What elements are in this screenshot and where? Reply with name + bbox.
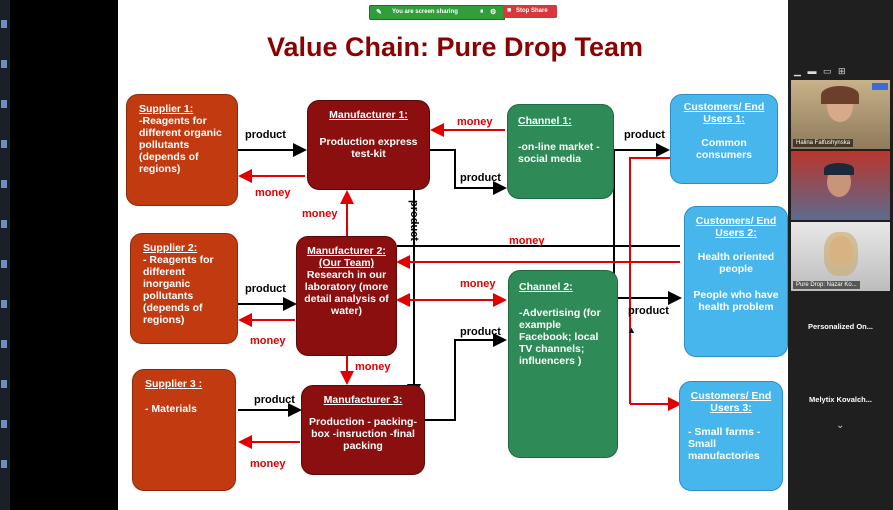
label-money-c1: money	[457, 116, 493, 128]
label-money-m3: money	[355, 361, 391, 373]
supplier-3-body: - Materials	[145, 403, 197, 415]
customer-3-box: Customers/ End Users 3: - Small farms - …	[679, 381, 783, 491]
manufacturer-1-body: Production express test-kit	[319, 136, 418, 160]
supplier-1-title: Supplier 1:	[139, 103, 194, 115]
customer-2-box: Customers/ End Users 2: Health oriented …	[684, 206, 788, 357]
channel-1-body: -on-line market - social media	[518, 141, 600, 165]
label-product-c2: product	[460, 326, 501, 338]
label-product-s3: product	[254, 394, 295, 406]
customer-3-title: Customers/ End Users 3:	[690, 390, 772, 414]
left-taskbar	[0, 0, 10, 510]
manufacturer-1-title: Manufacturer 1:	[329, 109, 408, 121]
label-money-cu2: money	[509, 235, 545, 247]
arrow-product-m1-c1	[430, 149, 507, 195]
hair	[821, 86, 859, 104]
supplier-1-box: Supplier 1: -Reagents for different orga…	[126, 94, 238, 206]
manufacturer-2-body: Research in our laboratory (more detail …	[304, 269, 389, 317]
label-money-s3: money	[250, 458, 286, 470]
channel-2-box: Channel 2: -Advertising (for example Fac…	[508, 270, 618, 458]
label-money-s1: money	[255, 187, 291, 199]
customer-2-body-1: Health oriented people	[697, 251, 775, 275]
manufacturer-2-box: Manufacturer 2: (Our Team) Research in o…	[296, 236, 397, 356]
mic-icon: ✎	[376, 9, 382, 16]
participant-tile-1[interactable]: Halina Falfushynska	[791, 80, 890, 149]
participant-name-5[interactable]: Melytix Kovalch...	[809, 395, 872, 404]
sharing-label: You are screen sharing	[392, 9, 458, 15]
customer-1-title: Customers/ End Users 1:	[683, 101, 765, 125]
customer-3-body: - Small farms - Small manufactories	[688, 426, 761, 462]
customer-1-body: Common consumers	[695, 137, 753, 161]
cap	[824, 163, 854, 175]
minimize-icon[interactable]: ▁	[794, 66, 801, 76]
pause-icon[interactable]: ⏸	[480, 8, 484, 15]
label-product-vertical: product	[408, 200, 420, 241]
stop-share-label: Stop Share	[516, 8, 548, 14]
channel-2-body: -Advertising (for example Facebook; loca…	[519, 307, 601, 367]
label-product-s2: product	[245, 283, 286, 295]
manufacturer-3-box: Manufacturer 3: Production - packing-box…	[301, 385, 425, 475]
chevron-down-icon[interactable]: ⌄	[836, 420, 845, 431]
stop-share-button[interactable]: ■ Stop Share	[503, 5, 557, 18]
arrow-money-cu1-line	[629, 157, 670, 404]
channel-1-box: Channel 1: -on-line market - social medi…	[507, 104, 614, 199]
hair	[824, 232, 858, 276]
speaking-badge	[872, 83, 888, 90]
label-product-c1: product	[460, 172, 501, 184]
supplier-3-title: Supplier 3 :	[145, 378, 203, 390]
label-product-s1: product	[245, 129, 286, 141]
supplier-2-box: Supplier 2: - Reagents for different ino…	[130, 233, 238, 344]
manufacturer-2-subtitle: (Our Team)	[318, 257, 375, 269]
grid-view-icon[interactable]: ⊞	[837, 66, 846, 76]
label-money-c2: money	[460, 278, 496, 290]
arrow-product-m3-c2	[425, 333, 507, 421]
supplier-3-box: Supplier 3 : - Materials	[132, 369, 236, 491]
label-money-s2: money	[250, 335, 286, 347]
participant-tile-3[interactable]: Pure Drop: Nazar Ko...	[791, 222, 890, 291]
manufacturer-3-title: Manufacturer 3:	[323, 394, 403, 406]
channel-1-title: Channel 1:	[518, 115, 572, 127]
participant-name-3: Pure Drop: Nazar Ko...	[793, 281, 860, 289]
supplier-1-body: -Reagents for different organic pollutan…	[139, 115, 222, 175]
label-product-cu1: product	[624, 129, 665, 141]
window-icon[interactable]: ▬	[807, 66, 817, 76]
supplier-2-title: Supplier 2:	[143, 242, 198, 254]
restore-icon[interactable]: ▭	[822, 66, 832, 76]
supplier-2-body: - Reagents for different inorganic pollu…	[143, 254, 214, 326]
view-controls[interactable]: ▁ ▬ ▭ ⊞	[794, 66, 846, 77]
settings-icon[interactable]: ⚙	[490, 9, 497, 16]
participant-name-1: Halina Falfushynska	[793, 139, 854, 147]
participants-panel: ▁ ▬ ▭ ⊞ Halina Falfushynska Pure Drop: N…	[788, 0, 893, 510]
cursor-mark: ▲	[627, 325, 636, 335]
manufacturer-3-body: Production - packing-box -insruction -fi…	[309, 416, 417, 452]
manufacturer-1-box: Manufacturer 1: Production express test-…	[307, 100, 430, 190]
label-money-m2-m1: money	[302, 208, 338, 220]
screen-share-bar: ✎ You are screen sharing ⏸ ⚙ ■ Stop Shar…	[369, 5, 557, 20]
participant-tile-2[interactable]	[791, 151, 890, 220]
channel-2-title: Channel 2:	[519, 281, 573, 293]
customer-1-box: Customers/ End Users 1: Common consumers	[670, 94, 778, 184]
customer-2-body-2: People who have health problem	[693, 289, 779, 313]
slide-title: Value Chain: Pure Drop Team	[266, 32, 644, 62]
stop-icon: ■	[507, 7, 512, 14]
customer-2-title: Customers/ End Users 2:	[695, 215, 777, 239]
participant-name-4[interactable]: Personalized On...	[807, 322, 874, 331]
manufacturer-2-title: Manufacturer 2:	[307, 245, 386, 257]
label-product-cu2: product	[628, 305, 669, 317]
